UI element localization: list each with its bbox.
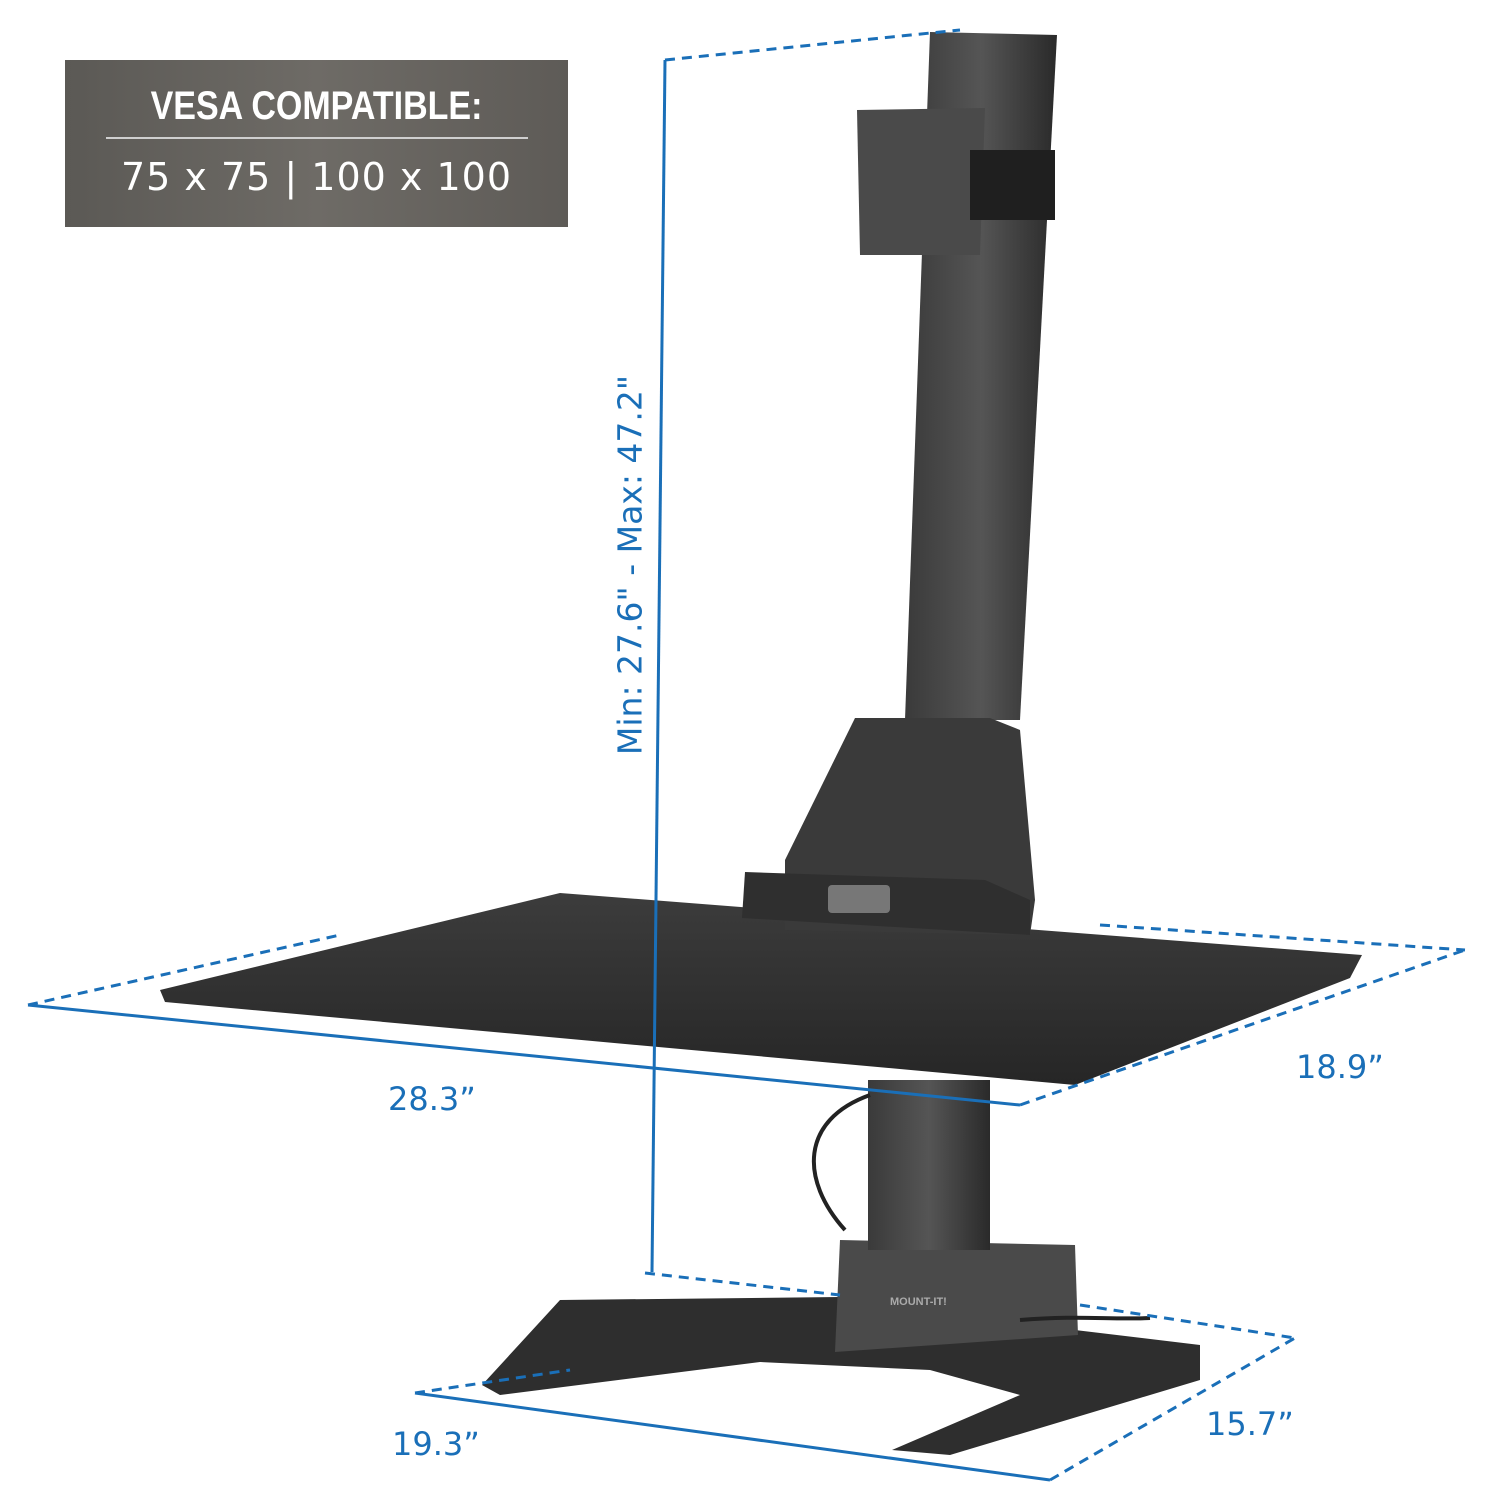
- vesa-mount-plate: [857, 108, 985, 255]
- base-housing: [835, 1240, 1078, 1352]
- dimension-lines: [27, 28, 1466, 1482]
- height-range-label: Min: 27.6" - Max: 47.2": [610, 374, 650, 756]
- mount-arm: [970, 150, 1055, 220]
- desk-depth-label: 18.9”: [1296, 1048, 1384, 1086]
- lower-column: [868, 1080, 990, 1250]
- vesa-title: VESA COMPATIBLE:: [150, 84, 483, 128]
- power-cable: [811, 1093, 1151, 1322]
- vesa-divider: [105, 137, 528, 139]
- brand-logo: MOUNT-IT!: [890, 1296, 947, 1308]
- desk-width-label: 28.3”: [388, 1080, 476, 1118]
- vesa-sizes: 75 x 75 | 100 x 100: [120, 155, 513, 199]
- base-width-label: 19.3”: [392, 1425, 480, 1463]
- base-depth-label: 15.7”: [1206, 1405, 1294, 1443]
- vesa-compatible-badge: VESA COMPATIBLE: 75 x 75 | 100 x 100: [65, 60, 568, 227]
- up-down-button[interactable]: [828, 885, 890, 913]
- desk-surface: [160, 893, 1362, 1085]
